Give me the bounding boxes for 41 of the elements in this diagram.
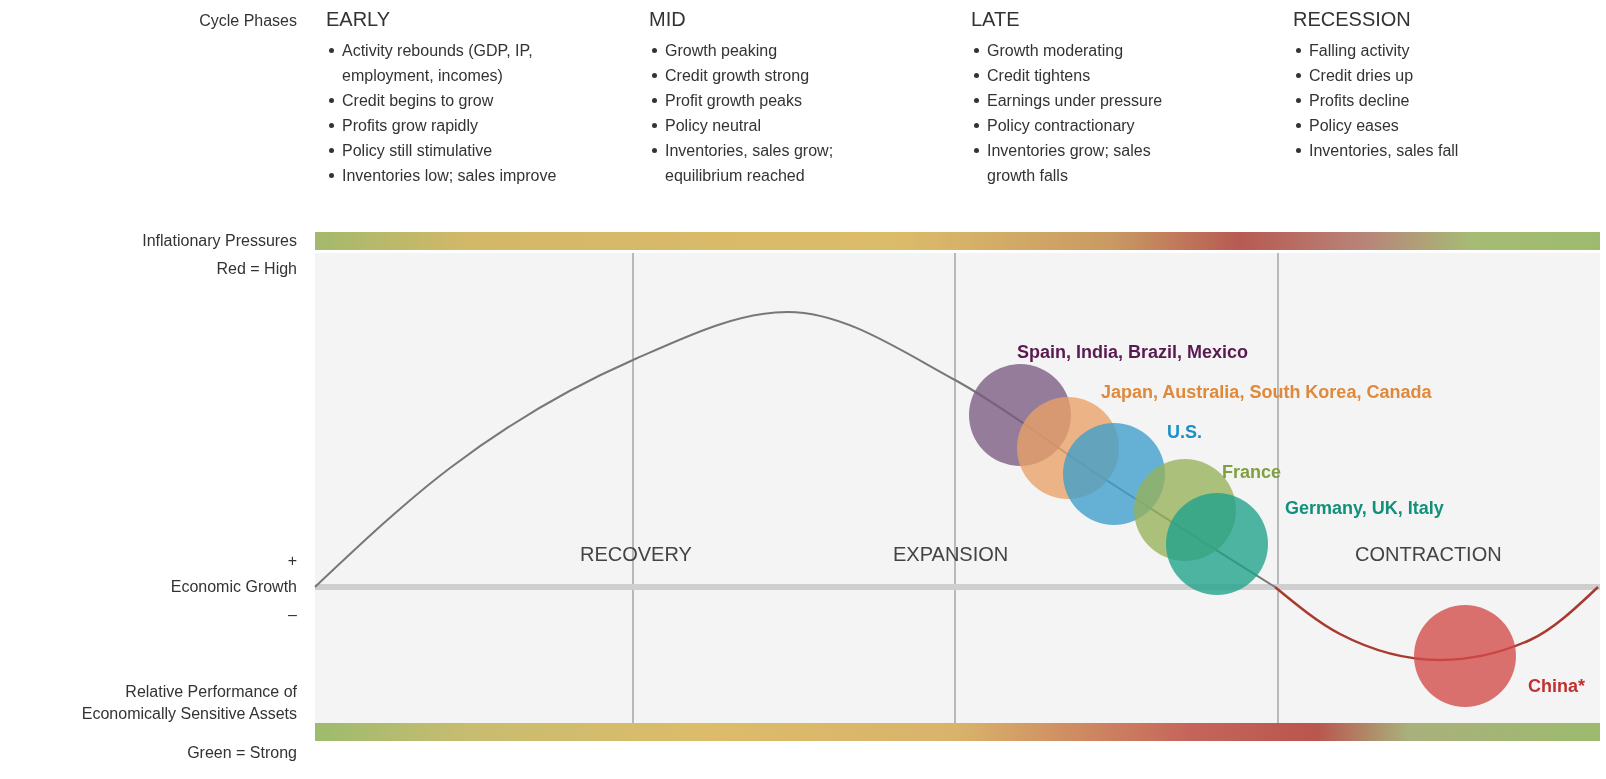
country-label: France [1222, 462, 1282, 483]
axis-label: Green = Strong [186, 743, 297, 763]
stage-label: RECOVERY [580, 543, 692, 566]
stage-label: CONTRACTION [1355, 543, 1502, 566]
phase-heading: RECESSION [1293, 7, 1412, 32]
bullet-text: Growth peaking [665, 41, 778, 61]
axis-label: Relative Performance of Economically Sensitive Assets [80, 682, 297, 724]
bullet-text: Earnings under pressure [987, 91, 1163, 111]
bullet-text: Inventories, sales fall [1309, 141, 1459, 161]
bullet-text: Growth moderating [987, 41, 1124, 61]
bullet-text: Profit growth peaks [665, 91, 802, 111]
country-label: U.S. [1167, 422, 1202, 443]
axis-label: Economic Growth [169, 577, 297, 597]
axis-label: Inflationary Pressures [141, 231, 297, 251]
bullet-text: Policy neutral [665, 116, 762, 136]
country-label: Japan, Australia, South Korea, Canada [1101, 382, 1432, 403]
bullet-text: Inventories low; sales improve [342, 166, 557, 186]
bullet-text: Policy contractionary [987, 116, 1135, 136]
bullet-text: Profits grow rapidly [342, 116, 479, 136]
axis-label: – [287, 605, 297, 625]
phase-heading: MID [649, 7, 687, 32]
axis-label: + [286, 551, 297, 571]
bullet-text: Inventories grow; sales growth falls [987, 141, 1152, 186]
bullet-text: Policy still stimulative [342, 141, 493, 161]
stage-label: EXPANSION [893, 543, 1009, 566]
bullet-text: Credit dries up [1309, 66, 1414, 86]
country-label: China* [1528, 676, 1585, 697]
bullet-text: Profits decline [1309, 91, 1410, 111]
bullet-text: Activity rebounds (GDP, IP, employment, incomes) [342, 41, 534, 86]
bullet-text: Credit growth strong [665, 66, 810, 86]
bullet-text: Policy eases [1309, 116, 1399, 136]
axis-label: Cycle Phases [198, 11, 297, 31]
phase-heading: EARLY [326, 7, 392, 32]
bullet-text: Credit begins to grow [342, 91, 494, 111]
country-label: Germany, UK, Italy [1285, 498, 1444, 519]
bullet-text: Inventories, sales grow; equilibrium reached [665, 141, 835, 186]
phase-heading: LATE [971, 7, 1021, 32]
country-label: Spain, India, Brazil, Mexico [1017, 342, 1249, 363]
bullet-text: Falling activity [1309, 41, 1410, 61]
bullet-text: Credit tightens [987, 66, 1091, 86]
axis-label: Red = High [215, 259, 297, 279]
